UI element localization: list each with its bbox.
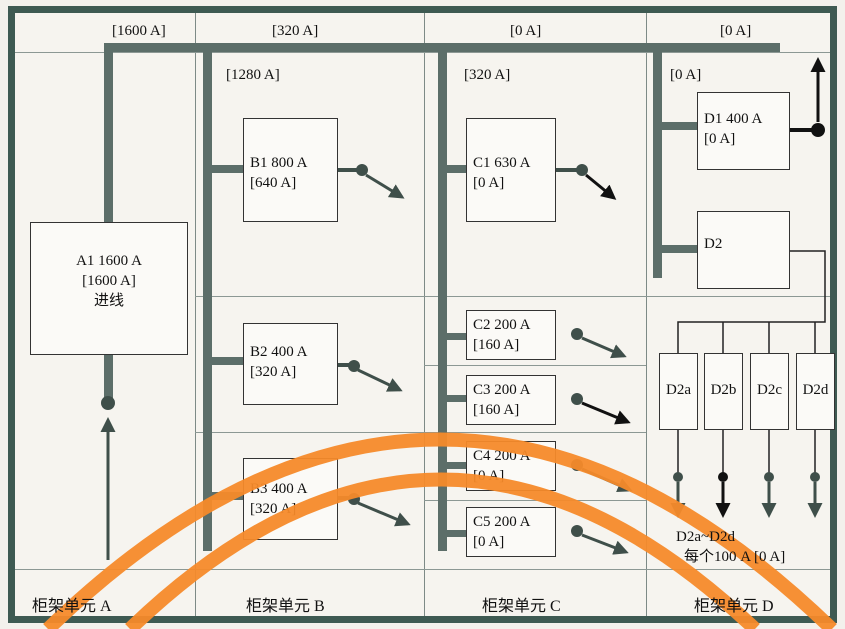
branch-d2c-label: D2c xyxy=(757,382,782,398)
branch-d2c: D2c xyxy=(750,353,789,430)
d2-note-line1: D2a~D2d xyxy=(676,529,735,545)
current-label-d: [0 A] xyxy=(720,23,752,39)
tap-c4 xyxy=(438,462,468,469)
breaker-d1-current: [0 A] xyxy=(704,131,736,147)
breaker-b2-current: [320 A] xyxy=(250,364,297,380)
breaker-c5: C5 200 A [0 A] xyxy=(466,507,556,557)
row-divider xyxy=(15,569,830,570)
tap-b1 xyxy=(203,165,245,173)
row-divider xyxy=(424,432,646,433)
breaker-b3-current: [320 A] xyxy=(250,501,297,517)
breaker-c5-rating: C5 200 A xyxy=(473,514,531,530)
breaker-a1: A1 1600 A [1600 A] 进线 xyxy=(30,222,188,355)
breaker-b3-rating: B3 400 A xyxy=(250,481,308,497)
breaker-c4-rating: C4 200 A xyxy=(473,448,531,464)
riser-a xyxy=(104,43,113,223)
breaker-c2: C2 200 A [160 A] xyxy=(466,310,556,360)
tap-c1 xyxy=(438,165,468,173)
column-divider xyxy=(195,13,196,616)
breaker-c2-current: [160 A] xyxy=(473,337,520,353)
breaker-c1: C1 630 A [0 A] xyxy=(466,118,556,222)
breaker-d1: D1 400 A [0 A] xyxy=(697,92,790,170)
breaker-b1-rating: B1 800 A xyxy=(250,155,308,171)
breaker-d2-label: D2 xyxy=(704,236,723,252)
breaker-c1-rating: C1 630 A xyxy=(473,155,531,171)
breaker-b3: B3 400 A [320 A] xyxy=(243,458,338,540)
cabinet-label-c: 柜架单元 C xyxy=(482,598,561,615)
breaker-a1-role: 进线 xyxy=(93,293,124,309)
row-divider xyxy=(15,52,830,53)
current-label-c: [0 A] xyxy=(510,23,542,39)
column-divider xyxy=(424,13,425,616)
breaker-b1: B1 800 A [640 A] xyxy=(243,118,338,222)
sub-current-b: [1280 A] xyxy=(226,67,280,83)
branch-d2d-label: D2d xyxy=(802,382,829,398)
tap-c5 xyxy=(438,530,468,537)
branch-d2b-label: D2b xyxy=(710,382,737,398)
sub-current-c: [320 A] xyxy=(464,67,511,83)
breaker-d2: D2 xyxy=(697,211,790,289)
breaker-b2: B2 400 A [320 A] xyxy=(243,323,338,405)
sub-current-d: [0 A] xyxy=(670,67,702,83)
breaker-c1-current: [0 A] xyxy=(473,175,505,191)
breaker-a1-rating: A1 1600 A xyxy=(76,253,142,269)
branch-d2a: D2a xyxy=(659,353,698,430)
row-divider xyxy=(195,432,424,433)
breaker-c3-current: [160 A] xyxy=(473,402,520,418)
tap-b3 xyxy=(203,492,245,500)
breaker-c3: C3 200 A [160 A] xyxy=(466,375,556,425)
branch-d2a-label: D2a xyxy=(666,382,691,398)
cabinet-label-b: 柜架单元 B xyxy=(246,598,325,615)
riser-c xyxy=(438,43,447,551)
breaker-c3-rating: C3 200 A xyxy=(473,382,531,398)
current-label-a: [1600 A] xyxy=(112,23,166,39)
tap-b2 xyxy=(203,357,245,365)
current-label-b: [320 A] xyxy=(272,23,319,39)
cabinet-label-d: 柜架单元 D xyxy=(694,598,774,615)
breaker-c4-current: [0 A] xyxy=(473,468,505,484)
riser-b xyxy=(203,43,212,551)
tap-d1 xyxy=(653,122,698,130)
riser-a-lower xyxy=(104,354,113,402)
breaker-d1-rating: D1 400 A xyxy=(704,111,763,127)
breaker-b2-rating: B2 400 A xyxy=(250,344,308,360)
row-divider xyxy=(424,500,646,501)
d2-note-line2: 每个100 A [0 A] xyxy=(684,549,786,565)
breaker-c4: C4 200 A [0 A] xyxy=(466,441,556,491)
breaker-b1-current: [640 A] xyxy=(250,175,297,191)
branch-d2d: D2d xyxy=(796,353,835,430)
breaker-c2-rating: C2 200 A xyxy=(473,317,531,333)
breaker-c5-current: [0 A] xyxy=(473,534,505,550)
tap-c2 xyxy=(438,333,468,340)
column-divider xyxy=(646,13,647,616)
riser-d xyxy=(653,43,662,278)
row-divider xyxy=(195,296,830,297)
breaker-a1-current: [1600 A] xyxy=(82,273,136,289)
tap-d2 xyxy=(653,245,698,253)
cabinet-label-a: 柜架单元 A xyxy=(32,598,112,615)
row-divider xyxy=(424,365,646,366)
tap-c3 xyxy=(438,395,468,402)
branch-d2b: D2b xyxy=(704,353,743,430)
